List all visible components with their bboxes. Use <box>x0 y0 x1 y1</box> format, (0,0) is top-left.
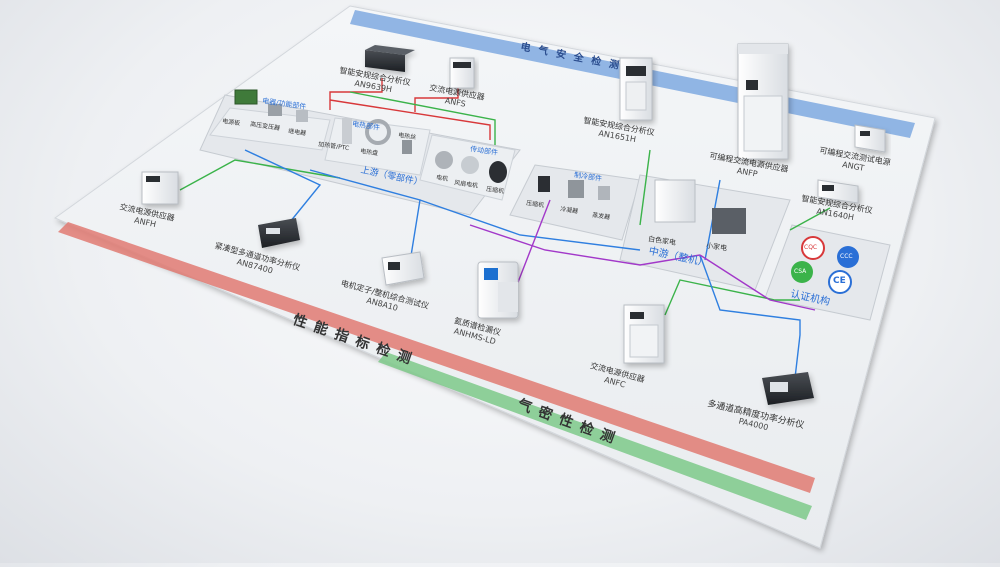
line-blue <box>244 149 322 223</box>
ptc-heater-part <box>342 118 352 144</box>
safety-analyzer-top-device <box>365 45 415 72</box>
line-blue <box>419 199 641 251</box>
performance-band <box>58 222 815 493</box>
power-board-part <box>234 89 258 105</box>
line-red <box>329 99 491 140</box>
cqc-badge-text: CQC <box>804 244 818 251</box>
certification-platform <box>764 224 891 321</box>
fan-motor-part <box>461 156 479 174</box>
prog-ac-source-device <box>737 43 789 160</box>
leak-detector-device <box>477 261 519 319</box>
connection-lines <box>179 78 831 379</box>
small-appliance-part <box>712 208 746 234</box>
line-green <box>179 159 341 191</box>
csa-badge-text: CSA <box>794 268 807 275</box>
line-blue <box>699 254 801 379</box>
power-analyzer-multi-device <box>762 372 814 405</box>
line-purple <box>699 254 816 311</box>
line-red <box>329 78 383 110</box>
certification-badges <box>791 236 859 294</box>
evaporator-part <box>598 186 610 200</box>
line-purple <box>514 199 551 291</box>
prog-ac-test-source-device <box>854 124 886 153</box>
ccc-badge-text: CCC <box>840 253 853 260</box>
motor-tester-device <box>381 251 425 286</box>
motor-part <box>435 151 453 169</box>
compressor-part <box>489 161 507 183</box>
part-label: 电机 <box>435 174 449 183</box>
line-green <box>639 149 651 226</box>
heating-wire-part <box>402 140 412 154</box>
safety-analyzer-right-device <box>817 179 859 204</box>
condenser-part <box>568 180 584 198</box>
ac-source-bottom-device <box>623 304 665 364</box>
line-green <box>664 279 800 316</box>
airtight-band <box>378 352 812 520</box>
line-green <box>789 207 831 231</box>
white-goods-part <box>654 179 696 223</box>
line-purple <box>469 224 701 266</box>
hv-transformer-part <box>268 104 282 116</box>
csa-badge <box>791 261 813 283</box>
compressor2-part <box>538 176 550 192</box>
line-green <box>349 91 496 145</box>
ccc-badge <box>837 246 859 268</box>
ac-source-top-device <box>449 57 475 89</box>
parts-upstream <box>234 89 746 234</box>
relay-part <box>296 110 308 122</box>
ac-source-left-device <box>141 171 179 205</box>
cqc-badge <box>801 236 825 260</box>
ce-badge-text: CE <box>833 276 846 286</box>
safety-analyzer-mid-device <box>619 57 653 121</box>
power-analyzer-compact-device <box>258 218 300 248</box>
heating-plate-part <box>365 119 391 145</box>
ce-badge <box>828 270 852 294</box>
